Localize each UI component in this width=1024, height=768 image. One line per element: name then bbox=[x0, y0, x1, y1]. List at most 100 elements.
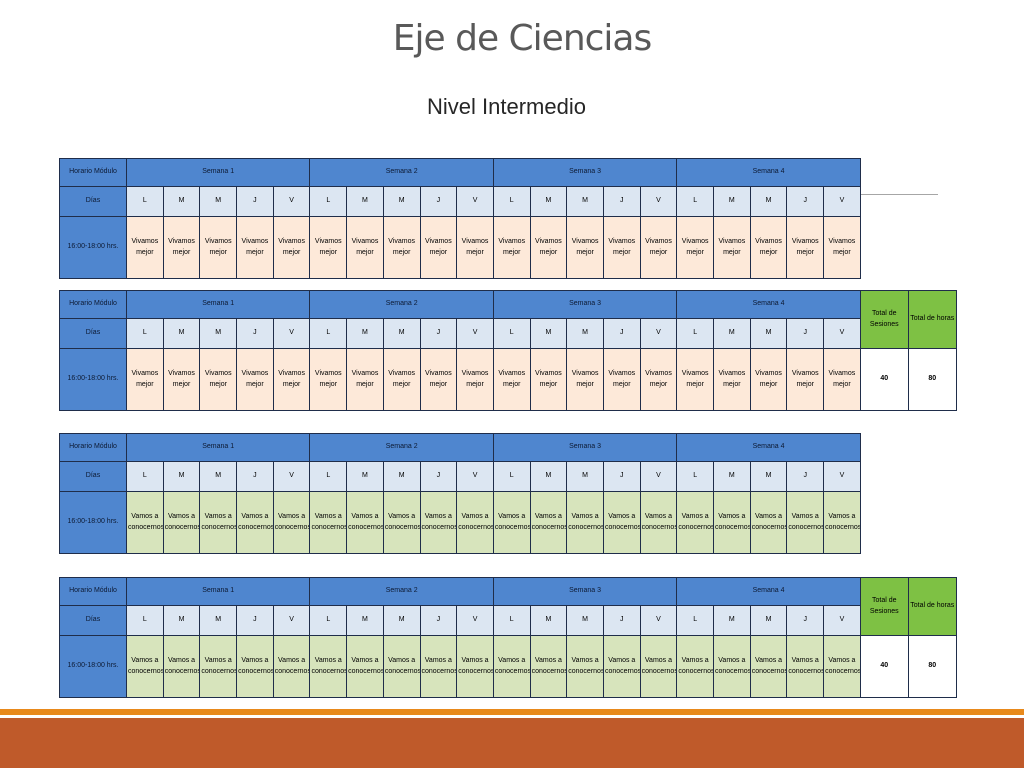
dias-header: Días bbox=[59, 186, 127, 217]
session-cell: Vivamos mejor bbox=[236, 216, 274, 279]
day-cell: L bbox=[492, 605, 531, 636]
session-cell: Vamos a conocernos bbox=[346, 635, 384, 698]
day-cell: L bbox=[309, 605, 348, 636]
day-cell: V bbox=[456, 605, 494, 636]
day-cell: L bbox=[492, 186, 531, 217]
day-cell: M bbox=[713, 186, 751, 217]
day-cell: V bbox=[456, 186, 494, 217]
week-header: Semana 4 bbox=[676, 290, 861, 319]
day-cell: M bbox=[162, 605, 201, 636]
session-cell: Vivamos mejor bbox=[382, 348, 421, 411]
session-cell: Vamos a conocernos bbox=[749, 635, 788, 698]
session-cell: Vamos a conocernos bbox=[162, 491, 201, 554]
day-cell: M bbox=[199, 186, 238, 217]
day-cell: M bbox=[566, 605, 604, 636]
session-cell: Vamos a conocernos bbox=[676, 635, 714, 698]
session-cell: Vivamos mejor bbox=[786, 348, 825, 411]
session-cell: Vivamos mejor bbox=[639, 348, 678, 411]
total-sesiones-header: Total de Sesiones bbox=[859, 290, 909, 349]
session-cell: Vivamos mejor bbox=[676, 348, 714, 411]
session-cell: Vivamos mejor bbox=[639, 216, 678, 279]
total-horas-value: 80 bbox=[907, 348, 957, 411]
day-cell: J bbox=[236, 461, 274, 492]
session-cell: Vivamos mejor bbox=[346, 348, 384, 411]
day-cell: J bbox=[419, 186, 458, 217]
day-cell: M bbox=[199, 318, 238, 349]
page-title: Eje de Ciencias bbox=[392, 18, 653, 59]
day-cell: J bbox=[786, 605, 825, 636]
session-cell: Vamos a conocernos bbox=[566, 491, 604, 554]
day-cell: L bbox=[126, 186, 164, 217]
session-cell: Vamos a conocernos bbox=[272, 635, 311, 698]
session-cell: Vamos a conocernos bbox=[639, 491, 678, 554]
session-cell: Vivamos mejor bbox=[236, 348, 274, 411]
session-cell: Vivamos mejor bbox=[272, 216, 311, 279]
week-header: Semana 2 bbox=[309, 158, 494, 187]
day-cell: L bbox=[126, 318, 164, 349]
session-cell: Vamos a conocernos bbox=[382, 491, 421, 554]
week-header: Semana 1 bbox=[125, 577, 311, 606]
session-cell: Vivamos mejor bbox=[309, 348, 348, 411]
session-cell: Vivamos mejor bbox=[492, 216, 531, 279]
session-cell: Vivamos mejor bbox=[823, 348, 861, 411]
day-cell: M bbox=[382, 461, 421, 492]
session-cell: Vamos a conocernos bbox=[162, 635, 201, 698]
time-cell: 16:00-18:00 hrs. bbox=[59, 216, 127, 279]
day-cell: M bbox=[346, 461, 384, 492]
session-cell: Vamos a conocernos bbox=[786, 635, 825, 698]
day-cell: J bbox=[419, 318, 458, 349]
session-cell: Vamos a conocernos bbox=[492, 635, 531, 698]
session-cell: Vivamos mejor bbox=[346, 216, 384, 279]
week-header: Semana 3 bbox=[492, 433, 678, 462]
day-cell: M bbox=[713, 605, 751, 636]
session-cell: Vivamos mejor bbox=[529, 348, 568, 411]
week-header: Semana 2 bbox=[309, 433, 494, 462]
session-cell: Vivamos mejor bbox=[419, 348, 458, 411]
session-cell: Vamos a conocernos bbox=[199, 491, 238, 554]
day-cell: L bbox=[676, 186, 714, 217]
day-cell: J bbox=[419, 461, 458, 492]
day-cell: M bbox=[162, 461, 201, 492]
day-cell: M bbox=[199, 605, 238, 636]
session-cell: Vivamos mejor bbox=[749, 348, 788, 411]
day-cell: L bbox=[309, 186, 348, 217]
day-cell: M bbox=[529, 605, 568, 636]
day-cell: J bbox=[602, 318, 641, 349]
day-cell: M bbox=[382, 318, 421, 349]
day-cell: M bbox=[346, 318, 384, 349]
footer-accent-line bbox=[0, 709, 1024, 715]
week-header: Semana 4 bbox=[676, 433, 861, 462]
total-sesiones-header: Total de Sesiones bbox=[859, 577, 909, 636]
week-header: Semana 3 bbox=[492, 158, 678, 187]
day-cell: M bbox=[529, 461, 568, 492]
day-cell: V bbox=[823, 461, 861, 492]
session-cell: Vivamos mejor bbox=[309, 216, 348, 279]
session-cell: Vamos a conocernos bbox=[199, 635, 238, 698]
week-header: Semana 4 bbox=[676, 158, 861, 187]
session-cell: Vamos a conocernos bbox=[749, 491, 788, 554]
day-cell: L bbox=[676, 318, 714, 349]
session-cell: Vivamos mejor bbox=[676, 216, 714, 279]
day-cell: J bbox=[236, 605, 274, 636]
day-cell: M bbox=[566, 186, 604, 217]
day-cell: J bbox=[786, 318, 825, 349]
day-cell: M bbox=[162, 318, 201, 349]
day-cell: V bbox=[823, 605, 861, 636]
dias-header: Días bbox=[59, 318, 127, 349]
session-cell: Vivamos mejor bbox=[602, 216, 641, 279]
session-cell: Vamos a conocernos bbox=[529, 491, 568, 554]
week-header: Semana 1 bbox=[125, 433, 311, 462]
session-cell: Vamos a conocernos bbox=[382, 635, 421, 698]
session-cell: Vamos a conocernos bbox=[823, 491, 861, 554]
session-cell: Vamos a conocernos bbox=[602, 635, 641, 698]
day-cell: J bbox=[419, 605, 458, 636]
session-cell: Vamos a conocernos bbox=[419, 635, 458, 698]
session-cell: Vamos a conocernos bbox=[272, 491, 311, 554]
session-cell: Vivamos mejor bbox=[126, 348, 164, 411]
session-cell: Vivamos mejor bbox=[566, 216, 604, 279]
session-cell: Vivamos mejor bbox=[566, 348, 604, 411]
